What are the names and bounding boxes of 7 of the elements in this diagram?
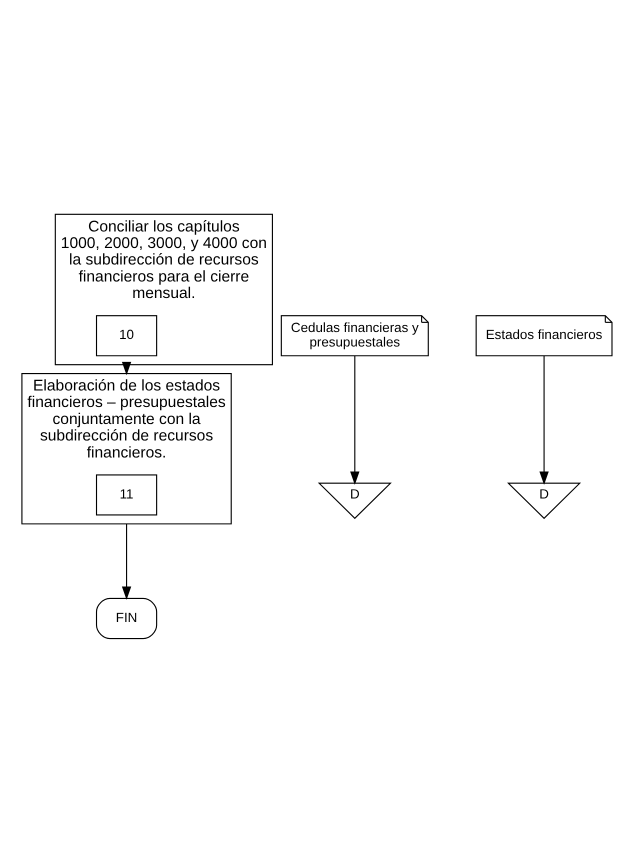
node-box: 10 <box>96 315 158 356</box>
arrow <box>350 356 360 485</box>
arrow <box>539 356 549 485</box>
arrow <box>122 362 132 376</box>
arrow <box>122 524 132 600</box>
node-box: 11 <box>96 474 158 516</box>
node-box: FIN <box>96 598 158 640</box>
